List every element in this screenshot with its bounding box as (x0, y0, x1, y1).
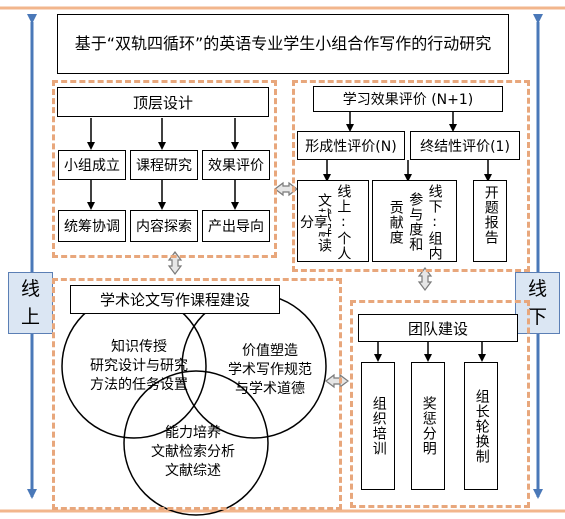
output-oriented-label: 产出导向 (208, 219, 264, 235)
coordination-label: 统筹协调 (64, 219, 120, 235)
value-line2: 与学术道德 (235, 380, 305, 397)
team-title: 团队建设 (407, 319, 468, 338)
value-circle-text: 价值塑造 学术写作规范 与学术道德 (200, 342, 340, 399)
group-formation-label: 小组成立 (64, 158, 120, 174)
double-arrow-bottom-middle (325, 373, 349, 389)
proposal-report-label: 开题报告 (482, 185, 499, 245)
team-title-box: 团队建设 (358, 314, 518, 342)
organize-training-box: 组织培训 (361, 362, 395, 490)
top-design-title-box: 顶层设计 (57, 87, 269, 117)
organize-training-label: 组织培训 (370, 396, 387, 456)
coordination-box: 统筹协调 (58, 210, 126, 242)
proposal-report-box: 开题报告 (473, 180, 507, 262)
offline-label: 线下 (527, 277, 547, 329)
content-exploration-box: 内容探索 (130, 210, 198, 242)
course-title: 学术论文写作课程建设 (99, 291, 250, 309)
team-frame (350, 300, 530, 508)
output-oriented-box: 产出导向 (202, 210, 270, 242)
effect-evaluation-label: 效果评价 (208, 158, 264, 174)
course-title-box: 学术论文写作课程建设 (70, 285, 280, 314)
online-label: 线上 (20, 277, 40, 329)
online-label-box: 线上 (8, 272, 53, 334)
ability-line1: 文献检索分析 (151, 443, 235, 460)
contribution-label: 贡献度 (387, 199, 404, 245)
knowledge-line2: 方法的任务设置 (90, 376, 188, 393)
formative-eval-label: 形成性评价(N) (305, 138, 397, 155)
value-line1: 学术写作规范 (228, 361, 312, 378)
offline-label-box: 线下 (515, 272, 560, 334)
leader-rotation-label: 组长轮换制 (473, 388, 490, 464)
summative-eval-label: 终结性评价(1) (420, 138, 510, 155)
sharing-label: 分享 (300, 212, 328, 232)
main-title-box: 基于“双轨四循环”的英语专业学生小组合作写作的行动研究 (57, 14, 509, 74)
group-formation-box: 小组成立 (58, 150, 126, 180)
double-arrow-vertical-right (417, 267, 433, 291)
learning-eval-title: 学习效果评价 (N+1) (342, 92, 474, 108)
summative-eval-box: 终结性评价(1) (410, 131, 520, 160)
learning-eval-frame (292, 80, 530, 272)
top-design-title: 顶层设计 (132, 93, 193, 112)
knowledge-line1: 研究设计与研究 (90, 357, 188, 374)
content-exploration-label: 内容探索 (136, 219, 192, 235)
effect-evaluation-box: 效果评价 (202, 150, 270, 180)
venn-circle-ability (123, 370, 269, 516)
knowledge-circle-text: 知识传授 研究设计与研究 方法的任务设置 (64, 338, 214, 395)
ability-title: 能力培养 (165, 425, 221, 441)
learning-eval-arrows (323, 112, 492, 182)
formative-eval-box: 形成性评价(N) (297, 131, 405, 160)
participation-label: 参与度和 (407, 192, 424, 252)
reward-punishment-box: 奖惩分明 (411, 362, 445, 490)
learning-eval-title-box: 学习效果评价 (N+1) (313, 86, 503, 112)
ability-line2: 文献综述 (165, 462, 221, 479)
top-design-frame (52, 80, 277, 258)
reward-punishment-label: 奖惩分明 (420, 396, 437, 456)
knowledge-title: 知识传授 (111, 339, 167, 355)
course-research-label: 课程研究 (136, 158, 192, 174)
offline-group-label: 线下:组内 (426, 183, 443, 261)
value-title: 价值塑造 (242, 343, 298, 359)
course-frame (52, 278, 342, 510)
main-title: 基于“双轨四循环”的英语专业学生小组合作写作的行动研究 (74, 34, 492, 54)
top-design-arrows (87, 118, 239, 210)
offline-group-box: 线下:组内 参与度和 贡献度 (372, 180, 457, 262)
online-individual-label: 线上:个人 (335, 184, 352, 261)
team-arrows (374, 342, 486, 362)
course-research-box: 课程研究 (130, 150, 198, 180)
leader-rotation-box: 组长轮换制 (464, 362, 498, 490)
ability-circle-text: 能力培养 文献检索分析 文献综述 (128, 424, 258, 481)
